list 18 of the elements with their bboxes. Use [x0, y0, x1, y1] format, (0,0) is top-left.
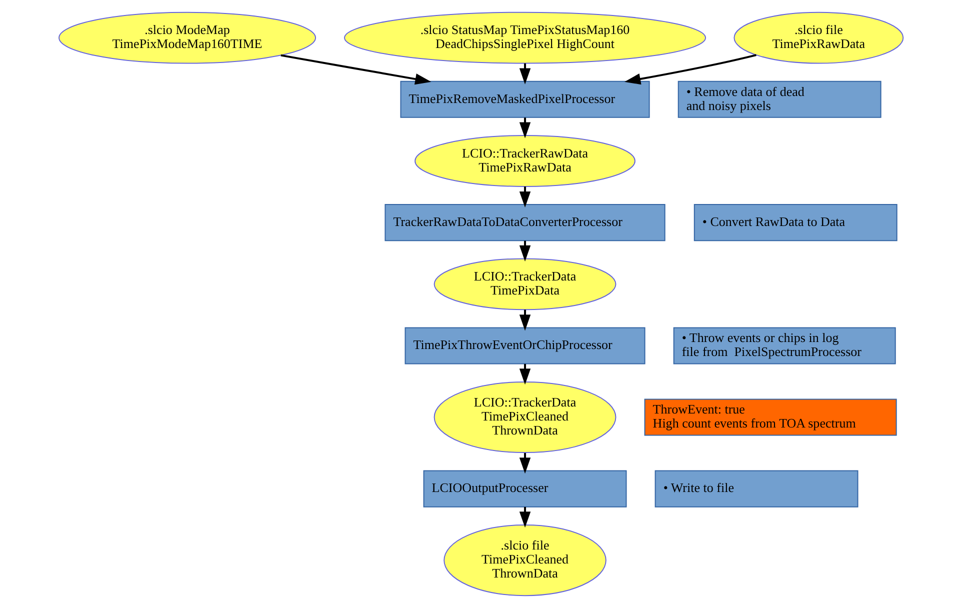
node-ellipse: LCIO::TrackerData TimePixCleaned ThrownData — [434, 381, 616, 454]
node-ellipse: LCIO::TrackerData TimePixData — [434, 258, 616, 310]
node-ellipse: .slcio file TimePixRawData — [734, 12, 904, 64]
node-box: TimePixRemoveMaskedPixelProcessor — [400, 80, 650, 118]
arrow — [280, 54, 432, 85]
node-ellipse: .slcio ModeMap TimePixModeMap160TIME — [58, 12, 316, 64]
node-box: ThrowEvent: true High count events from TOA spectrum — [644, 398, 897, 436]
node-box: • Throw events or chips in log file from PixelSpectrumProcessor — [673, 327, 896, 364]
node-ellipse: .slcio file TimePixCleaned ThrownData — [444, 524, 606, 596]
node-box: LCIOOutputProcesser — [423, 470, 627, 508]
node-box: TimePixThrowEventOrChipProcessor — [404, 327, 646, 364]
arrow — [624, 54, 756, 85]
node-ellipse: LCIO::TrackerRawData TimePixRawData — [414, 135, 636, 187]
node-box: • Convert RawData to Data — [694, 204, 898, 242]
node-box: • Write to file — [654, 470, 858, 508]
node-ellipse: .slcio StatusMap TimePixStatusMap160 DeadChipsSinglePixel HighCount — [344, 12, 706, 64]
node-box: TrackerRawDataToDataConverterProcessor — [384, 204, 666, 242]
node-box: • Remove data of dead and noisy pixels — [678, 80, 882, 118]
